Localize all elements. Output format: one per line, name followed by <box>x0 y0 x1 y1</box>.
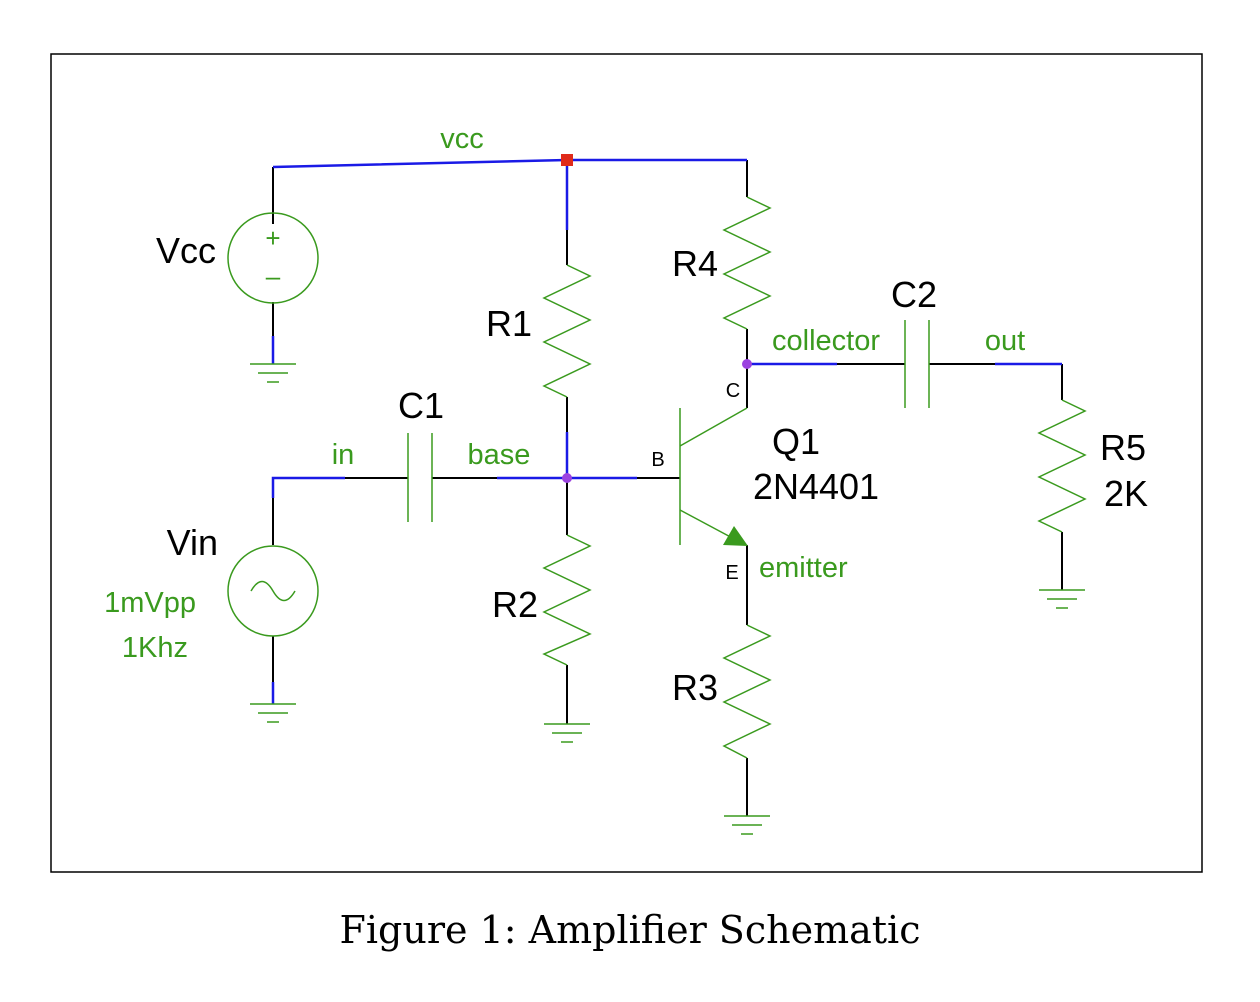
vcc-power-flag <box>561 154 573 166</box>
figure-caption: Figure 1: Amplifier Schematic <box>339 908 921 952</box>
r2-label: R2 <box>492 584 538 625</box>
ground-icon <box>250 703 296 723</box>
resistor-icon <box>1037 399 1087 533</box>
resistor-icon <box>722 196 772 330</box>
capacitor-icon <box>904 320 930 408</box>
resistor-icon <box>722 624 772 759</box>
vin-frequency-label: 1Khz <box>122 632 188 664</box>
ground-icon <box>724 815 770 835</box>
vin-source-label: Vin <box>167 522 218 563</box>
resistor-icon <box>542 534 592 666</box>
ac-voltage-source-icon <box>227 545 319 637</box>
base-junction-dot <box>562 473 572 483</box>
r1-label: R1 <box>486 303 532 344</box>
r4-label: R4 <box>672 243 718 284</box>
ground-icon <box>1039 589 1085 609</box>
ground-icon <box>250 363 296 383</box>
net-label-collector: collector <box>772 325 880 357</box>
net-label-base: base <box>468 439 531 471</box>
vcc-plus-sign: + <box>265 223 280 253</box>
c1-label: C1 <box>398 385 444 426</box>
net-label-out: out <box>985 325 1025 357</box>
vcc-minus-sign: – <box>266 261 281 291</box>
r3-label: R3 <box>672 667 718 708</box>
r5-label: R5 <box>1100 427 1146 468</box>
component-leads <box>272 160 1063 816</box>
ground-icon <box>544 723 590 743</box>
c2-label: C2 <box>891 274 937 315</box>
vin-amplitude-label: 1mVpp <box>104 587 196 619</box>
dc-voltage-source-icon <box>227 212 319 304</box>
vcc-source-label: Vcc <box>156 230 216 271</box>
npn-transistor-icon <box>679 407 748 546</box>
q1-pin-e-label: E <box>725 562 738 584</box>
capacitor-icon <box>407 433 433 522</box>
r5-value-label: 2K <box>1104 473 1148 514</box>
net-label-in: in <box>332 439 355 471</box>
net-label-emitter: emitter <box>759 552 848 584</box>
resistor-icon <box>542 264 592 398</box>
q1-part-label: 2N4401 <box>753 466 879 507</box>
q1-pin-b-label: B <box>651 449 664 471</box>
q1-pin-c-label: C <box>726 380 740 402</box>
wires <box>271 158 1062 704</box>
net-label-vcc: vcc <box>440 123 484 155</box>
schematic-frame <box>50 53 1203 873</box>
q1-label: Q1 <box>772 421 820 462</box>
collector-junction-dot <box>742 359 752 369</box>
